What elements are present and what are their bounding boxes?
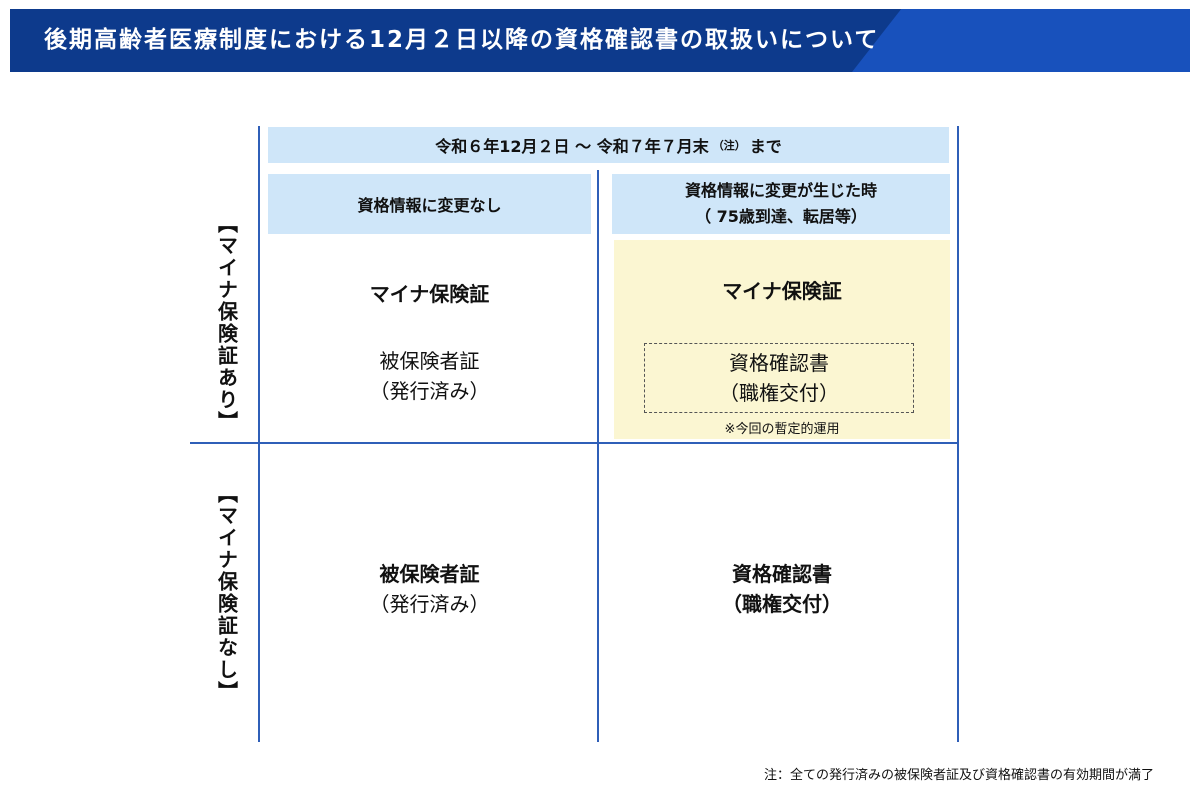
- period-note-marker: （注）: [712, 139, 746, 152]
- grid-line-left: [258, 126, 260, 742]
- cell-top-right-footnote: ※今回の暫定的運用: [724, 422, 840, 437]
- column-header-changed: 資格情報に変更が生じた時 （ 75歳到達、転居等）: [612, 174, 950, 234]
- cell-top-right-box-line1: 資格確認書: [729, 351, 829, 375]
- cell-top-right-dashed-box: 資格確認書 （職権交付）: [644, 343, 914, 413]
- period-suffix: まで: [749, 137, 782, 156]
- column-header-changed-line1: 資格情報に変更が生じた時: [684, 181, 877, 200]
- cell-bottom-right-line1: 資格確認書: [732, 562, 832, 586]
- row-label-with-mynacard-text: 【マイナ保険証あり】: [214, 213, 239, 433]
- row-label-with-mynacard: 【マイナ保険証あり】: [212, 208, 242, 438]
- grid-line-horizontal: [190, 442, 959, 444]
- column-header-no-change: 資格情報に変更なし: [268, 174, 591, 234]
- period-text: 令和６年12月２日 ～ 令和７年７月末: [435, 137, 709, 156]
- column-header-changed-line2: （ 75歳到達、転居等）: [695, 207, 867, 226]
- cell-top-left-line1: 被保険者証: [379, 349, 480, 373]
- cell-top-right-highlight: [614, 240, 950, 439]
- row-label-without-mynacard: 【マイナ保険証なし】: [212, 478, 242, 708]
- grid-line-right: [957, 126, 959, 742]
- row-label-without-mynacard-text: 【マイナ保険証なし】: [214, 483, 239, 703]
- cell-bottom-left-line1: 被保険者証: [379, 562, 480, 586]
- cell-bottom-left-line2: （発行済み）: [369, 592, 490, 616]
- period-band: 令和６年12月２日 ～ 令和７年７月末 （注） まで: [268, 127, 949, 163]
- cell-top-right-heading: マイナ保険証: [722, 279, 842, 303]
- cell-top-left-heading: マイナ保険証: [369, 282, 490, 306]
- column-header-no-change-label: 資格情報に変更なし: [357, 196, 502, 215]
- cell-top-right-box-line2: （職権交付）: [719, 381, 839, 405]
- cell-top-left-line2: （発行済み）: [369, 379, 490, 403]
- cell-bottom-right-line2: （職権交付）: [722, 592, 842, 616]
- footer-note: 注：全ての発行済みの被保険者証及び資格確認書の有効期間が満了: [763, 768, 1154, 783]
- grid-line-middle: [597, 170, 599, 742]
- title-banner: 後期高齢者医療制度における12月２日以降の資格確認書の取扱いについて: [10, 9, 1190, 72]
- page-title: 後期高齢者医療制度における12月２日以降の資格確認書の取扱いについて: [44, 27, 880, 53]
